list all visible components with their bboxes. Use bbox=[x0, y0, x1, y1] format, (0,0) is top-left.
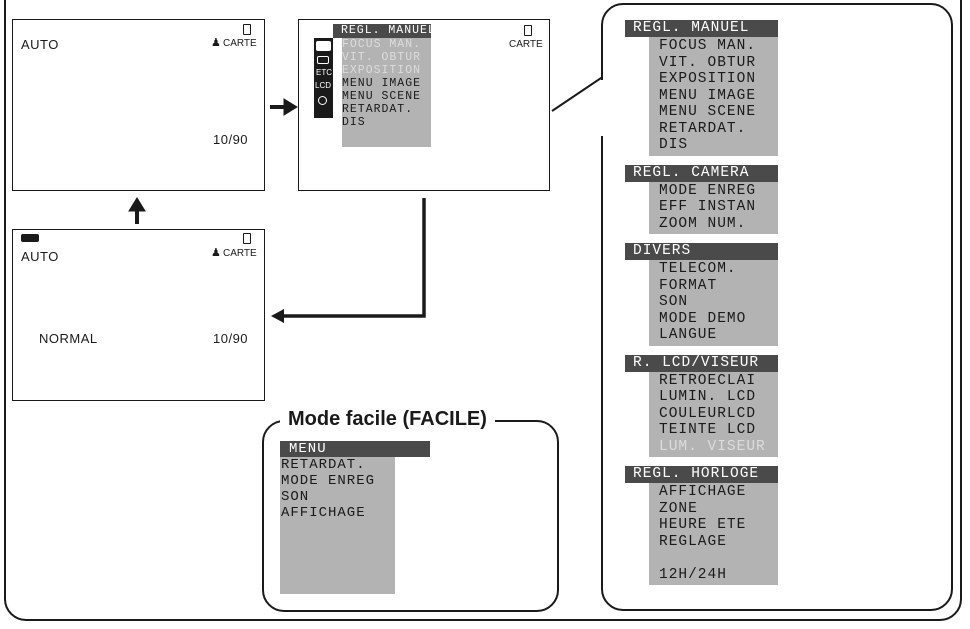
menu-item[interactable]: ZOOM NUM. bbox=[659, 215, 747, 232]
menu-title-bar bbox=[333, 24, 431, 38]
menu-group-title[interactable]: REGL. HORLOGE bbox=[625, 466, 778, 483]
menu-body bbox=[342, 38, 431, 147]
easy-menu-item[interactable]: MODE ENREG bbox=[281, 473, 376, 489]
person-icon: ♟ bbox=[211, 247, 221, 259]
menu-callout-tail bbox=[551, 74, 605, 140]
clock-icon bbox=[318, 96, 327, 105]
menu-group-title[interactable]: R. LCD/VISEUR bbox=[625, 354, 778, 372]
menu-item[interactable]: MENU SCENE bbox=[659, 104, 757, 120]
menu-item[interactable]: MENU IMAGE bbox=[659, 87, 757, 104]
menu-group-title[interactable]: REGL. MANUEL bbox=[625, 20, 778, 37]
easy-mode-heading: Mode facile (FACILE) bbox=[280, 405, 495, 433]
arrow-up bbox=[128, 197, 146, 224]
menu-item[interactable]: COULEURLCD bbox=[659, 405, 757, 422]
menu-item[interactable]: HEURE ETE bbox=[659, 517, 747, 533]
menu-item[interactable]: DIS bbox=[659, 137, 689, 153]
easy-menu-item[interactable]: SON bbox=[281, 489, 310, 505]
quality-label: NORMAL bbox=[39, 331, 98, 346]
easy-menu-item[interactable]: RETARDAT. bbox=[281, 457, 366, 473]
menu-group-title[interactable]: DIVERS bbox=[625, 243, 778, 260]
easy-menu-body bbox=[280, 457, 395, 594]
easy-menu-title-bar bbox=[280, 441, 430, 457]
shot-counter: 10/90 bbox=[213, 132, 249, 147]
menu-item[interactable]: LUM. VISEUR bbox=[659, 438, 766, 455]
menu-item[interactable]: AFFICHAGE bbox=[659, 484, 747, 500]
card-label: CARTE bbox=[509, 39, 543, 50]
menu-item[interactable]: RETARDAT. bbox=[342, 103, 414, 116]
menu-item[interactable]: FOCUS MAN. bbox=[659, 38, 757, 54]
card-label: CARTE bbox=[223, 248, 257, 259]
menu-item[interactable]: TEINTE LCD bbox=[659, 422, 757, 438]
screen-battery: AUTO ♟ CARTE NORMAL 10/90 bbox=[12, 229, 265, 401]
menu-item[interactable]: TELECOM. bbox=[659, 261, 737, 277]
camera-mode-icon bbox=[317, 56, 329, 64]
camera-icon bbox=[316, 41, 331, 51]
menu-title: REGL. MANUEL bbox=[341, 24, 436, 37]
mode-label: AUTO bbox=[21, 37, 59, 52]
shot-counter: 10/90 bbox=[213, 331, 249, 346]
card-icon bbox=[524, 25, 532, 36]
menu-item[interactable]: MENU IMAGE bbox=[342, 77, 422, 90]
menu-item[interactable]: EFF INSTAN bbox=[659, 199, 757, 215]
mode-label: AUTO bbox=[21, 249, 59, 264]
menu-item[interactable]: RETARDAT. bbox=[659, 120, 747, 137]
lcd-icon: LCD bbox=[315, 81, 332, 90]
menu-item[interactable]: MODE DEMO bbox=[659, 310, 747, 327]
easy-menu-title: MENU bbox=[289, 441, 327, 457]
menu-item[interactable]: VIT. OBTUR bbox=[659, 54, 757, 71]
menu-item[interactable]: LUMIN. LCD bbox=[659, 389, 757, 405]
menu-item[interactable]: EXPOSITION bbox=[659, 71, 757, 87]
outer-frame bbox=[4, 0, 962, 621]
menu-item bbox=[649, 550, 778, 567]
menu-item[interactable]: EXPOSITION bbox=[342, 64, 422, 77]
card-icon bbox=[243, 24, 251, 35]
menu-item[interactable]: REGLAGE bbox=[659, 533, 727, 550]
easy-menu-item[interactable]: AFFICHAGE bbox=[281, 505, 366, 521]
menu-item[interactable]: MODE ENREG bbox=[659, 182, 757, 199]
menu-callout-tail-mask bbox=[600, 80, 606, 136]
menu-item[interactable]: FORMAT bbox=[659, 277, 718, 294]
menu-item[interactable]: MENU SCENE bbox=[342, 90, 422, 103]
menu-item[interactable]: ZONE bbox=[659, 500, 698, 517]
screen-main: AUTO ♟ CARTE 10/90 bbox=[12, 19, 265, 191]
menu-item[interactable]: RETROECLAI bbox=[659, 372, 757, 389]
menu-item[interactable]: SON bbox=[659, 294, 689, 310]
battery-icon bbox=[21, 234, 39, 242]
menu-item[interactable]: VIT. OBTUR bbox=[342, 51, 422, 64]
etc-icon: ETC bbox=[316, 68, 332, 77]
menu-item[interactable]: FOCUS MAN. bbox=[342, 38, 422, 51]
card-label: CARTE bbox=[223, 38, 257, 49]
person-icon: ♟ bbox=[211, 37, 221, 49]
screen-menu: ETC LCD REGL. MANUEL FOCUS MAN.VIT. OBTU… bbox=[298, 19, 550, 191]
arrow-return bbox=[271, 198, 426, 323]
arrow-right bbox=[270, 98, 298, 116]
menu-item[interactable]: DIS bbox=[342, 116, 366, 129]
card-icon bbox=[243, 233, 251, 244]
menu-item[interactable]: LANGUE bbox=[659, 327, 718, 343]
menu-item[interactable]: 12H/24H bbox=[659, 566, 727, 583]
menu-group-title[interactable]: REGL. CAMERA bbox=[625, 164, 778, 182]
